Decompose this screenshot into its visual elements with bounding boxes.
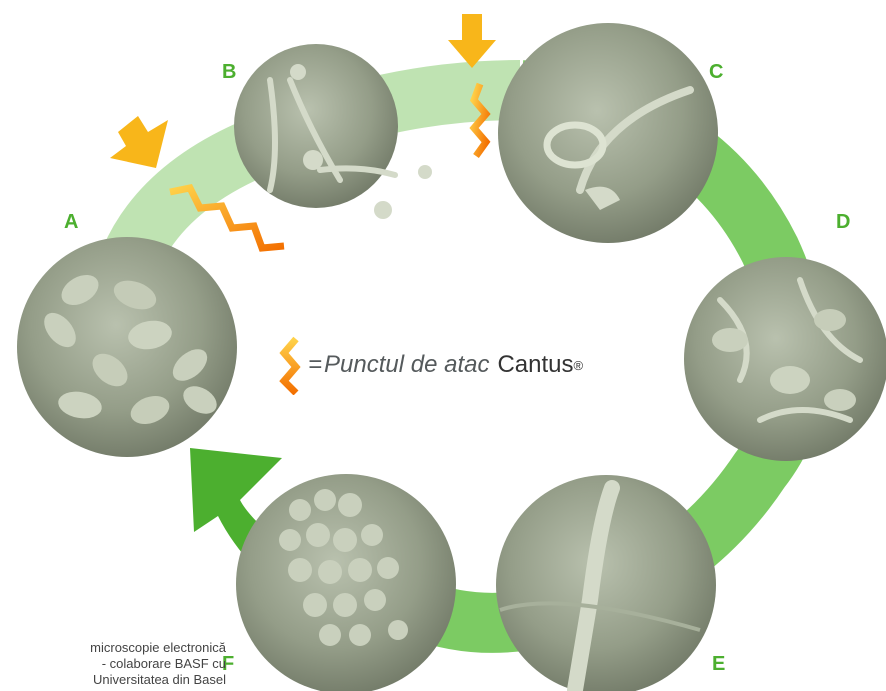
legend: = Punctul de atac Cantus®	[278, 335, 583, 395]
legend-product: Cantus	[497, 351, 573, 379]
legend-text: Punctul de atac	[324, 351, 489, 379]
micrograph-d	[684, 257, 886, 461]
node-label-e: E	[712, 653, 725, 675]
node-label-b: B	[222, 61, 236, 83]
micrograph-f	[236, 474, 456, 691]
legend-equals: =	[308, 351, 322, 379]
node-label-a: A	[64, 211, 78, 233]
attack-zigzag-icon	[278, 335, 304, 395]
credit-line-1: microscopie electronică	[0, 640, 226, 656]
image-credit: microscopie electronică - colaborare BAS…	[0, 640, 226, 688]
legend-registered-mark: ®	[574, 358, 584, 373]
credit-line-3: Universitatea din Basel	[0, 672, 226, 688]
attack-arrow-top	[448, 14, 496, 68]
credit-line-2: - colaborare BASF cu	[0, 656, 226, 672]
node-label-c: C	[709, 61, 723, 83]
micrograph-c	[498, 23, 718, 243]
attack-arrow-left	[110, 116, 168, 168]
micrograph-a	[17, 237, 237, 457]
micrograph-e	[496, 475, 716, 691]
node-label-d: D	[836, 211, 850, 233]
